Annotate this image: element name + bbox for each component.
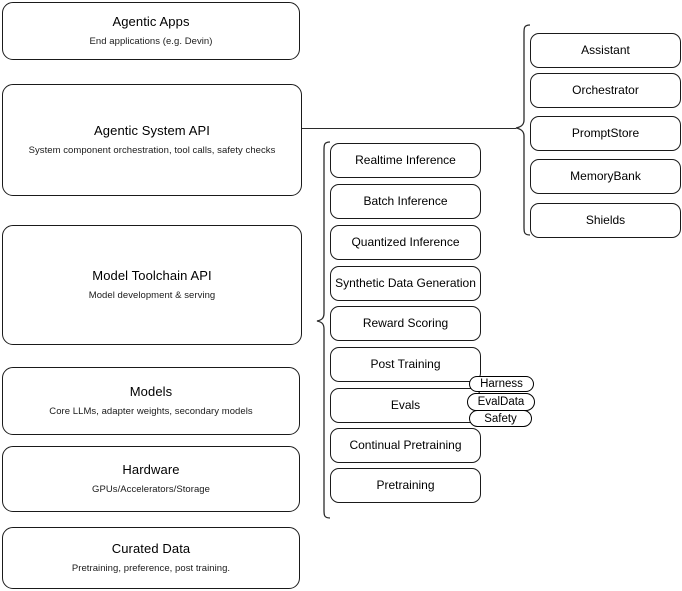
layer-subtitle: Core LLMs, adapter weights, secondary mo… <box>49 405 253 417</box>
layer-box-hardware[interactable]: Hardware GPUs/Accelerators/Storage <box>2 446 300 512</box>
eval-badge-evaldata[interactable]: EvalData <box>467 393 535 411</box>
system-component-shields[interactable]: Shields <box>530 203 681 238</box>
toolchain-component-quantized-inference[interactable]: Quantized Inference <box>330 225 481 260</box>
connector-system-api-to-components <box>302 128 516 129</box>
eval-badge-safety[interactable]: Safety <box>469 410 532 427</box>
layer-title: Curated Data <box>111 541 191 557</box>
eval-badge-harness[interactable]: Harness <box>469 376 534 392</box>
toolchain-component-label: Continual Pretraining <box>349 438 462 452</box>
layer-title: Agentic System API <box>94 123 210 139</box>
system-component-label: Orchestrator <box>572 83 639 97</box>
toolchain-component-synthetic-data-generation[interactable]: Synthetic Data Generation <box>330 266 481 301</box>
layer-box-agentic-apps[interactable]: Agentic Apps End applications (e.g. Devi… <box>2 2 300 60</box>
toolchain-component-continual-pretraining[interactable]: Continual Pretraining <box>330 428 481 463</box>
eval-badge-label: Harness <box>480 378 523 390</box>
toolchain-component-pretraining[interactable]: Pretraining <box>330 468 481 503</box>
layer-box-curated-data[interactable]: Curated Data Pretraining, preference, po… <box>2 527 300 589</box>
toolchain-component-label: Evals <box>390 398 421 412</box>
system-component-label: MemoryBank <box>570 169 641 183</box>
brace-toolchain-components <box>316 141 331 519</box>
layer-subtitle: GPUs/Accelerators/Storage <box>92 483 210 495</box>
toolchain-component-reward-scoring[interactable]: Reward Scoring <box>330 306 481 341</box>
layer-box-agentic-system-api[interactable]: Agentic System API System component orch… <box>2 84 302 196</box>
layer-box-model-toolchain-api[interactable]: Model Toolchain API Model development & … <box>2 225 302 345</box>
toolchain-component-label: Batch Inference <box>363 194 448 208</box>
layer-subtitle: System component orchestration, tool cal… <box>28 144 276 156</box>
layer-subtitle: End applications (e.g. Devin) <box>89 35 213 47</box>
system-component-label: PromptStore <box>571 126 640 140</box>
layer-title: Hardware <box>122 462 180 478</box>
layer-subtitle: Pretraining, preference, post training. <box>71 562 231 574</box>
toolchain-component-post-training[interactable]: Post Training <box>330 347 481 382</box>
layer-box-models[interactable]: Models Core LLMs, adapter weights, secon… <box>2 367 300 435</box>
brace-system-components <box>515 24 531 236</box>
toolchain-component-evals[interactable]: Evals <box>330 388 481 423</box>
toolchain-component-label: Post Training <box>370 357 441 371</box>
system-component-assistant[interactable]: Assistant <box>530 33 681 68</box>
layer-title: Model Toolchain API <box>92 268 212 284</box>
layer-subtitle: Model development & serving <box>88 289 216 301</box>
system-component-label: Assistant <box>581 43 630 57</box>
toolchain-component-label: Realtime Inference <box>355 153 456 167</box>
system-component-label: Shields <box>585 213 626 227</box>
system-component-memorybank[interactable]: MemoryBank <box>530 159 681 194</box>
layer-title: Models <box>129 384 173 400</box>
toolchain-component-label: Quantized Inference <box>351 235 460 249</box>
toolchain-component-label: Pretraining <box>376 478 435 492</box>
toolchain-component-batch-inference[interactable]: Batch Inference <box>330 184 481 219</box>
toolchain-component-label: Reward Scoring <box>362 316 449 330</box>
eval-badge-label: Safety <box>484 412 517 425</box>
system-component-orchestrator[interactable]: Orchestrator <box>530 73 681 108</box>
layer-title: Agentic Apps <box>112 14 190 30</box>
system-component-promptstore[interactable]: PromptStore <box>530 116 681 151</box>
toolchain-component-realtime-inference[interactable]: Realtime Inference <box>330 143 481 178</box>
toolchain-component-label: Synthetic Data Generation <box>335 276 476 290</box>
eval-badge-label: EvalData <box>477 396 525 408</box>
